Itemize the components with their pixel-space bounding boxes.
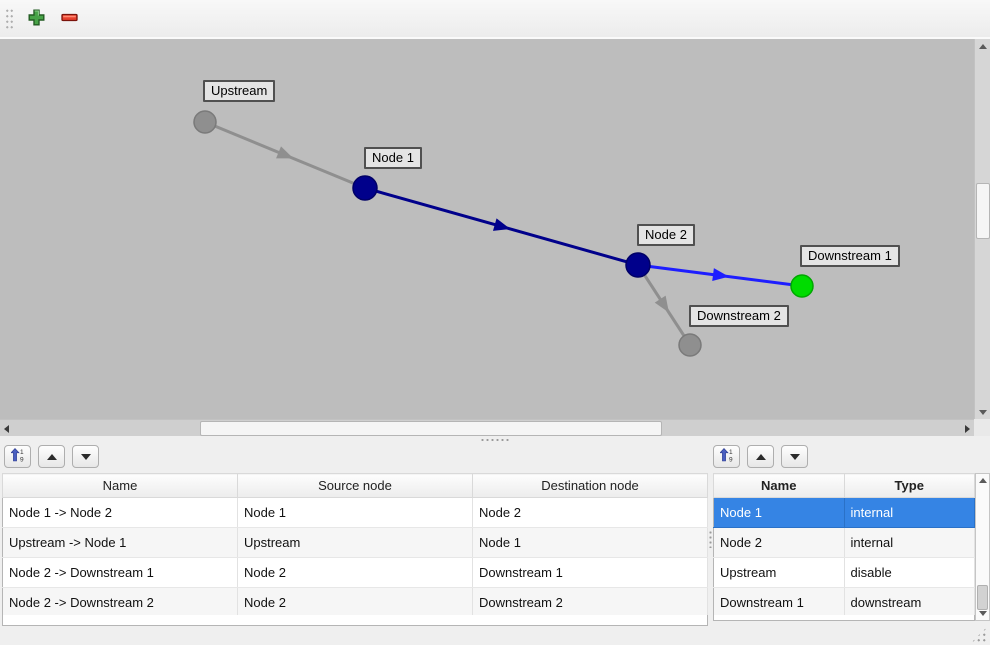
edge-arrow-icon	[654, 295, 669, 313]
table-cell: Upstream -> Node 1	[2, 527, 238, 558]
nodes-sort-button[interactable]: 1 9	[713, 445, 740, 468]
column-header-name[interactable]: Name	[2, 473, 238, 498]
table-cell: Node 2 -> Downstream 2	[2, 587, 238, 618]
vertical-scrollbar-thumb[interactable]	[976, 183, 990, 239]
splitter-grip-icon	[480, 438, 510, 442]
svg-text:9: 9	[729, 457, 733, 463]
sort-ascending-icon: 1 9	[718, 448, 734, 465]
table-cell: Node 2	[237, 557, 473, 588]
edge-arrow-icon	[276, 146, 294, 159]
node-label[interactable]: Downstream 2	[689, 305, 789, 327]
horizontal-splitter[interactable]	[0, 436, 990, 444]
table-cell: downstream	[844, 587, 975, 618]
column-header-type[interactable]: Type	[843, 473, 975, 498]
column-header-destination-node[interactable]: Destination node	[472, 473, 708, 498]
table-cell: Downstream 1	[713, 587, 845, 618]
table-cell: Node 2	[237, 587, 473, 618]
main-toolbar	[0, 0, 990, 38]
edges-table-empty-row[interactable]	[2, 615, 708, 626]
scroll-up-arrow-icon[interactable]	[976, 474, 989, 487]
sort-ascending-icon: 1 9	[9, 448, 25, 465]
table-cell: internal	[844, 497, 975, 528]
scroll-down-arrow-icon[interactable]	[976, 607, 989, 620]
table-cell: Node 2	[472, 497, 708, 528]
toolbar-grip-handle[interactable]	[5, 7, 14, 30]
node-label[interactable]: Node 2	[637, 224, 695, 246]
add-node-button[interactable]	[21, 4, 51, 34]
table-cell: Node 1 -> Node 2	[2, 497, 238, 528]
edges-toolbar: 1 9	[4, 445, 99, 468]
node-label[interactable]: Upstream	[203, 80, 276, 102]
edges-move-up-button[interactable]	[38, 445, 65, 468]
table-cell: disable	[844, 557, 975, 588]
edges-sort-button[interactable]: 1 9	[4, 445, 31, 468]
nodes-table-scrollbar[interactable]	[975, 473, 990, 621]
table-cell: Upstream	[713, 557, 845, 588]
table-cell: Node 2 -> Downstream 1	[2, 557, 238, 588]
node-label[interactable]: Downstream 1	[800, 245, 900, 267]
horizontal-scrollbar-thumb[interactable]	[200, 421, 662, 436]
table-cell: Node 1	[713, 497, 845, 528]
edges-move-down-button[interactable]	[72, 445, 99, 468]
graph-node[interactable]	[352, 175, 378, 201]
scroll-up-arrow-icon[interactable]	[975, 39, 990, 53]
canvas-horizontal-scrollbar[interactable]	[0, 419, 974, 437]
edge-arrow-icon	[712, 268, 729, 282]
triangle-down-icon	[80, 453, 91, 460]
window-resize-grip-icon[interactable]	[971, 627, 987, 643]
graph-node[interactable]	[678, 333, 702, 357]
nodes-move-up-button[interactable]	[747, 445, 774, 468]
scroll-down-arrow-icon[interactable]	[975, 405, 990, 419]
svg-text:9: 9	[20, 457, 24, 463]
table-cell: Downstream 2	[472, 587, 708, 618]
nodes-toolbar: 1 9	[713, 445, 808, 468]
plus-icon	[27, 8, 46, 30]
svg-text:1: 1	[729, 449, 733, 456]
triangle-down-icon	[789, 453, 800, 460]
node-label[interactable]: Node 1	[364, 147, 422, 169]
svg-text:1: 1	[20, 449, 24, 456]
nodes-scrollbar-thumb[interactable]	[977, 585, 988, 610]
remove-node-button[interactable]	[54, 4, 84, 34]
table-cell: Node 1	[237, 497, 473, 528]
scrollbar-corner	[974, 419, 990, 436]
column-header-name[interactable]: Name	[713, 473, 845, 498]
nodes-table-empty-row[interactable]	[713, 615, 975, 621]
graph-svg	[193, 110, 814, 357]
minus-icon	[60, 8, 79, 30]
graph-node[interactable]	[625, 252, 651, 278]
table-cell: Upstream	[237, 527, 473, 558]
vertical-splitter[interactable]	[708, 530, 713, 548]
table-cell: Node 1	[472, 527, 708, 558]
triangle-up-icon	[755, 453, 766, 460]
graph-node[interactable]	[790, 274, 814, 298]
table-cell: Node 2	[713, 527, 845, 558]
table-cell: internal	[844, 527, 975, 558]
scroll-left-arrow-icon[interactable]	[0, 420, 13, 437]
scroll-right-arrow-icon[interactable]	[961, 420, 974, 437]
canvas-vertical-scrollbar[interactable]	[974, 39, 990, 419]
graph-node[interactable]	[193, 110, 217, 134]
nodes-move-down-button[interactable]	[781, 445, 808, 468]
table-cell: Downstream 1	[472, 557, 708, 588]
edge-arrow-icon	[492, 218, 511, 231]
triangle-up-icon	[46, 453, 57, 460]
column-header-source-node[interactable]: Source node	[237, 473, 473, 498]
